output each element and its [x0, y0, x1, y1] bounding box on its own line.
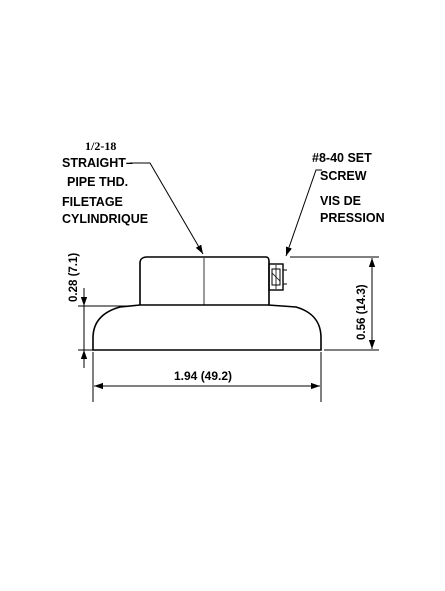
- total-height-dimension: 0.56 (14.3): [290, 256, 379, 351]
- base-height-dimension: 0.28 (7.1): [68, 253, 130, 368]
- thread-size-label: 1/2-18: [85, 139, 116, 153]
- base-flange: [92, 304, 322, 351]
- base-height-label: 0.28 (7.1): [68, 253, 80, 302]
- thread-line-4: CYLINDRIQUE: [62, 212, 148, 226]
- thread-line-3: FILETAGE: [62, 195, 123, 209]
- thread-leader-line: [130, 162, 204, 255]
- thread-line-2: PIPE THD.: [67, 175, 128, 189]
- thread-callout: 1/2-18 STRAIGHT– PIPE THD. FILETAGE CYLI…: [62, 139, 204, 255]
- screw-line-3: VIS DE: [320, 194, 361, 208]
- thread-line-1: STRAIGHT–: [62, 156, 133, 170]
- part-outline: [92, 256, 322, 351]
- screw-callout: #8-40 SET SCREW VIS DE PRESSION: [285, 151, 385, 257]
- set-screw-icon: [268, 263, 287, 291]
- upper-hub: [139, 256, 270, 305]
- screw-leader-line: [285, 169, 322, 257]
- total-height-label: 0.56 (14.3): [356, 284, 368, 340]
- diameter-dimension: 1.94 (49.2): [92, 352, 322, 402]
- screw-line-4: PRESSION: [320, 211, 385, 225]
- screw-line-1: #8-40 SET: [312, 151, 372, 165]
- screw-line-2: SCREW: [320, 169, 367, 183]
- diameter-label: 1.94 (49.2): [174, 369, 232, 383]
